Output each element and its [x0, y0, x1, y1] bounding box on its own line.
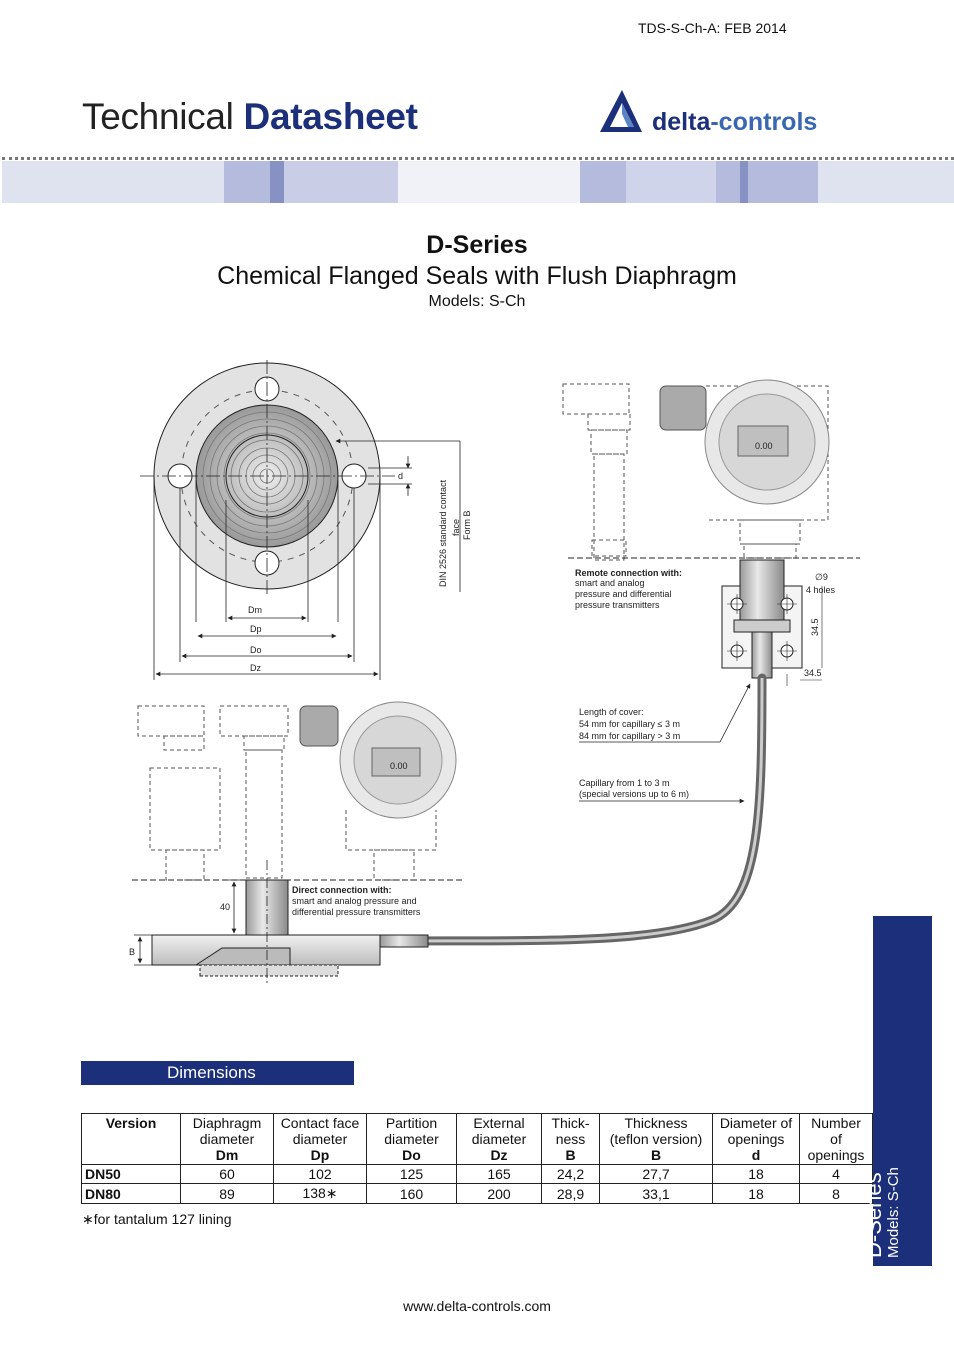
cell-do: 125 [366, 1164, 457, 1184]
cell-dz: 165 [456, 1164, 542, 1184]
label-dp: Dp [250, 624, 262, 634]
dim-34-5-horizontal: 34.5 [804, 668, 822, 678]
label-d: d [398, 471, 403, 481]
cover-line-2: 54 mm for capillary ≤ 3 m [579, 719, 680, 729]
side-tab-text: D-Series Models: S-Ch [861, 1167, 902, 1258]
decorative-band [2, 161, 954, 203]
remote-line-1: smart and analog [575, 578, 645, 588]
footer-url: www.delta-controls.com [403, 1298, 551, 1314]
direct-transmitters [137, 705, 437, 881]
product-models: Models: S-Ch [428, 293, 526, 310]
dim-b: B [129, 947, 135, 957]
remote-transmitter-head: 0.00 [659, 379, 830, 505]
cell-d: 18 [712, 1164, 800, 1184]
side-tab [873, 916, 932, 1266]
flange-side-view: 40 B [129, 860, 429, 985]
cell-openings: 8 [799, 1183, 873, 1204]
holes-count: 4 holes [806, 585, 836, 595]
side-tab-series: D-Series [861, 1172, 886, 1258]
dimensions-section-title: Dimensions [81, 1061, 354, 1085]
product-subtitle: Chemical Flanged Seals with Flush Diaphr… [217, 262, 737, 290]
cell-version: DN50 [81, 1164, 181, 1184]
side-tab-models: Models: S-Ch [885, 1167, 902, 1258]
din-line-2: face [451, 519, 461, 536]
capillary-highlight [379, 677, 764, 943]
cover-line-1: Length of cover: [579, 707, 644, 717]
header-b-teflon: Thickness(teflon version)B [599, 1113, 713, 1165]
cell-b: 28,9 [541, 1183, 600, 1204]
logo-word-controls: -controls [710, 108, 818, 136]
remote-display-value: 0.00 [755, 441, 773, 451]
dim-34-5-vertical: 34.5 [810, 618, 820, 636]
label-dz: Dz [250, 663, 261, 673]
label-do: Do [250, 645, 262, 655]
product-heading: D-Series Chemical Flanged Seals with Flu… [0, 231, 954, 311]
cover-pointer [579, 683, 751, 743]
title-light: Technical [82, 96, 234, 137]
holes-diameter: ∅9 [815, 572, 828, 582]
cell-dp: 102 [273, 1164, 367, 1184]
capillary-line-2: (special versions up to 6 m) [579, 789, 689, 799]
table-row: DN50 60 102 125 165 24,2 27,7 18 4 [81, 1164, 873, 1184]
din-line-3: Form B [462, 510, 472, 540]
title-bold: Datasheet [243, 96, 418, 137]
direct-line-1: smart and analog pressure and [292, 896, 417, 906]
remote-line-3: pressure transmitters [575, 600, 660, 610]
dim-40: 40 [220, 902, 230, 912]
cell-do: 160 [366, 1183, 457, 1204]
header-version: Version [81, 1113, 181, 1165]
flange-top-view: Dm Dp Do Dz d DIN 2526 standard contact … [140, 360, 472, 680]
din-line-1: DIN 2526 standard contact [438, 479, 448, 587]
direct-transmitter-head: 0.00 [299, 701, 457, 819]
logo-wordmark: delta-controls [652, 108, 817, 137]
remote-title: Remote connection with: [575, 568, 682, 578]
delta-logo-icon [600, 90, 642, 132]
cell-b-teflon: 33,1 [599, 1183, 713, 1204]
remote-line-2: pressure and differential [575, 589, 671, 599]
direct-title: Direct connection with: [292, 885, 392, 895]
technical-drawing: Dm Dp Do Dz d DIN 2526 standard contact … [129, 360, 860, 985]
cover-line-3: 84 mm for capillary > 3 m [579, 731, 680, 741]
table-row: DN80 89 138∗ 160 200 28,9 33,1 18 8 [81, 1183, 873, 1204]
direct-display-value: 0.00 [390, 761, 408, 771]
cell-b: 24,2 [541, 1164, 600, 1184]
dimensions-title-text: Dimensions [167, 1063, 256, 1082]
cell-dp: 138∗ [273, 1183, 367, 1204]
cell-dm: 89 [180, 1183, 274, 1204]
cell-d: 18 [712, 1183, 800, 1204]
logo-word-delta: delta [652, 108, 711, 136]
cell-dm: 60 [180, 1164, 274, 1184]
cell-b-teflon: 27,7 [599, 1164, 713, 1184]
product-series: D-Series [426, 231, 528, 259]
label-dm: Dm [248, 605, 262, 615]
page-title: Technical Datasheet [82, 96, 418, 138]
dotted-divider [2, 157, 954, 160]
capillary-line-1: Capillary from 1 to 3 m [579, 778, 670, 788]
cell-dz: 200 [456, 1183, 542, 1204]
cell-version: DN80 [81, 1183, 181, 1204]
document-code: TDS-S-Ch-A: FEB 2014 [638, 20, 787, 36]
direct-line-2: differential pressure transmitters [292, 907, 421, 917]
table-footnote: ∗for tantalum 127 lining [82, 1211, 232, 1227]
mounting-bracket: ∅9 4 holes 34.5 34.5 [721, 559, 836, 686]
